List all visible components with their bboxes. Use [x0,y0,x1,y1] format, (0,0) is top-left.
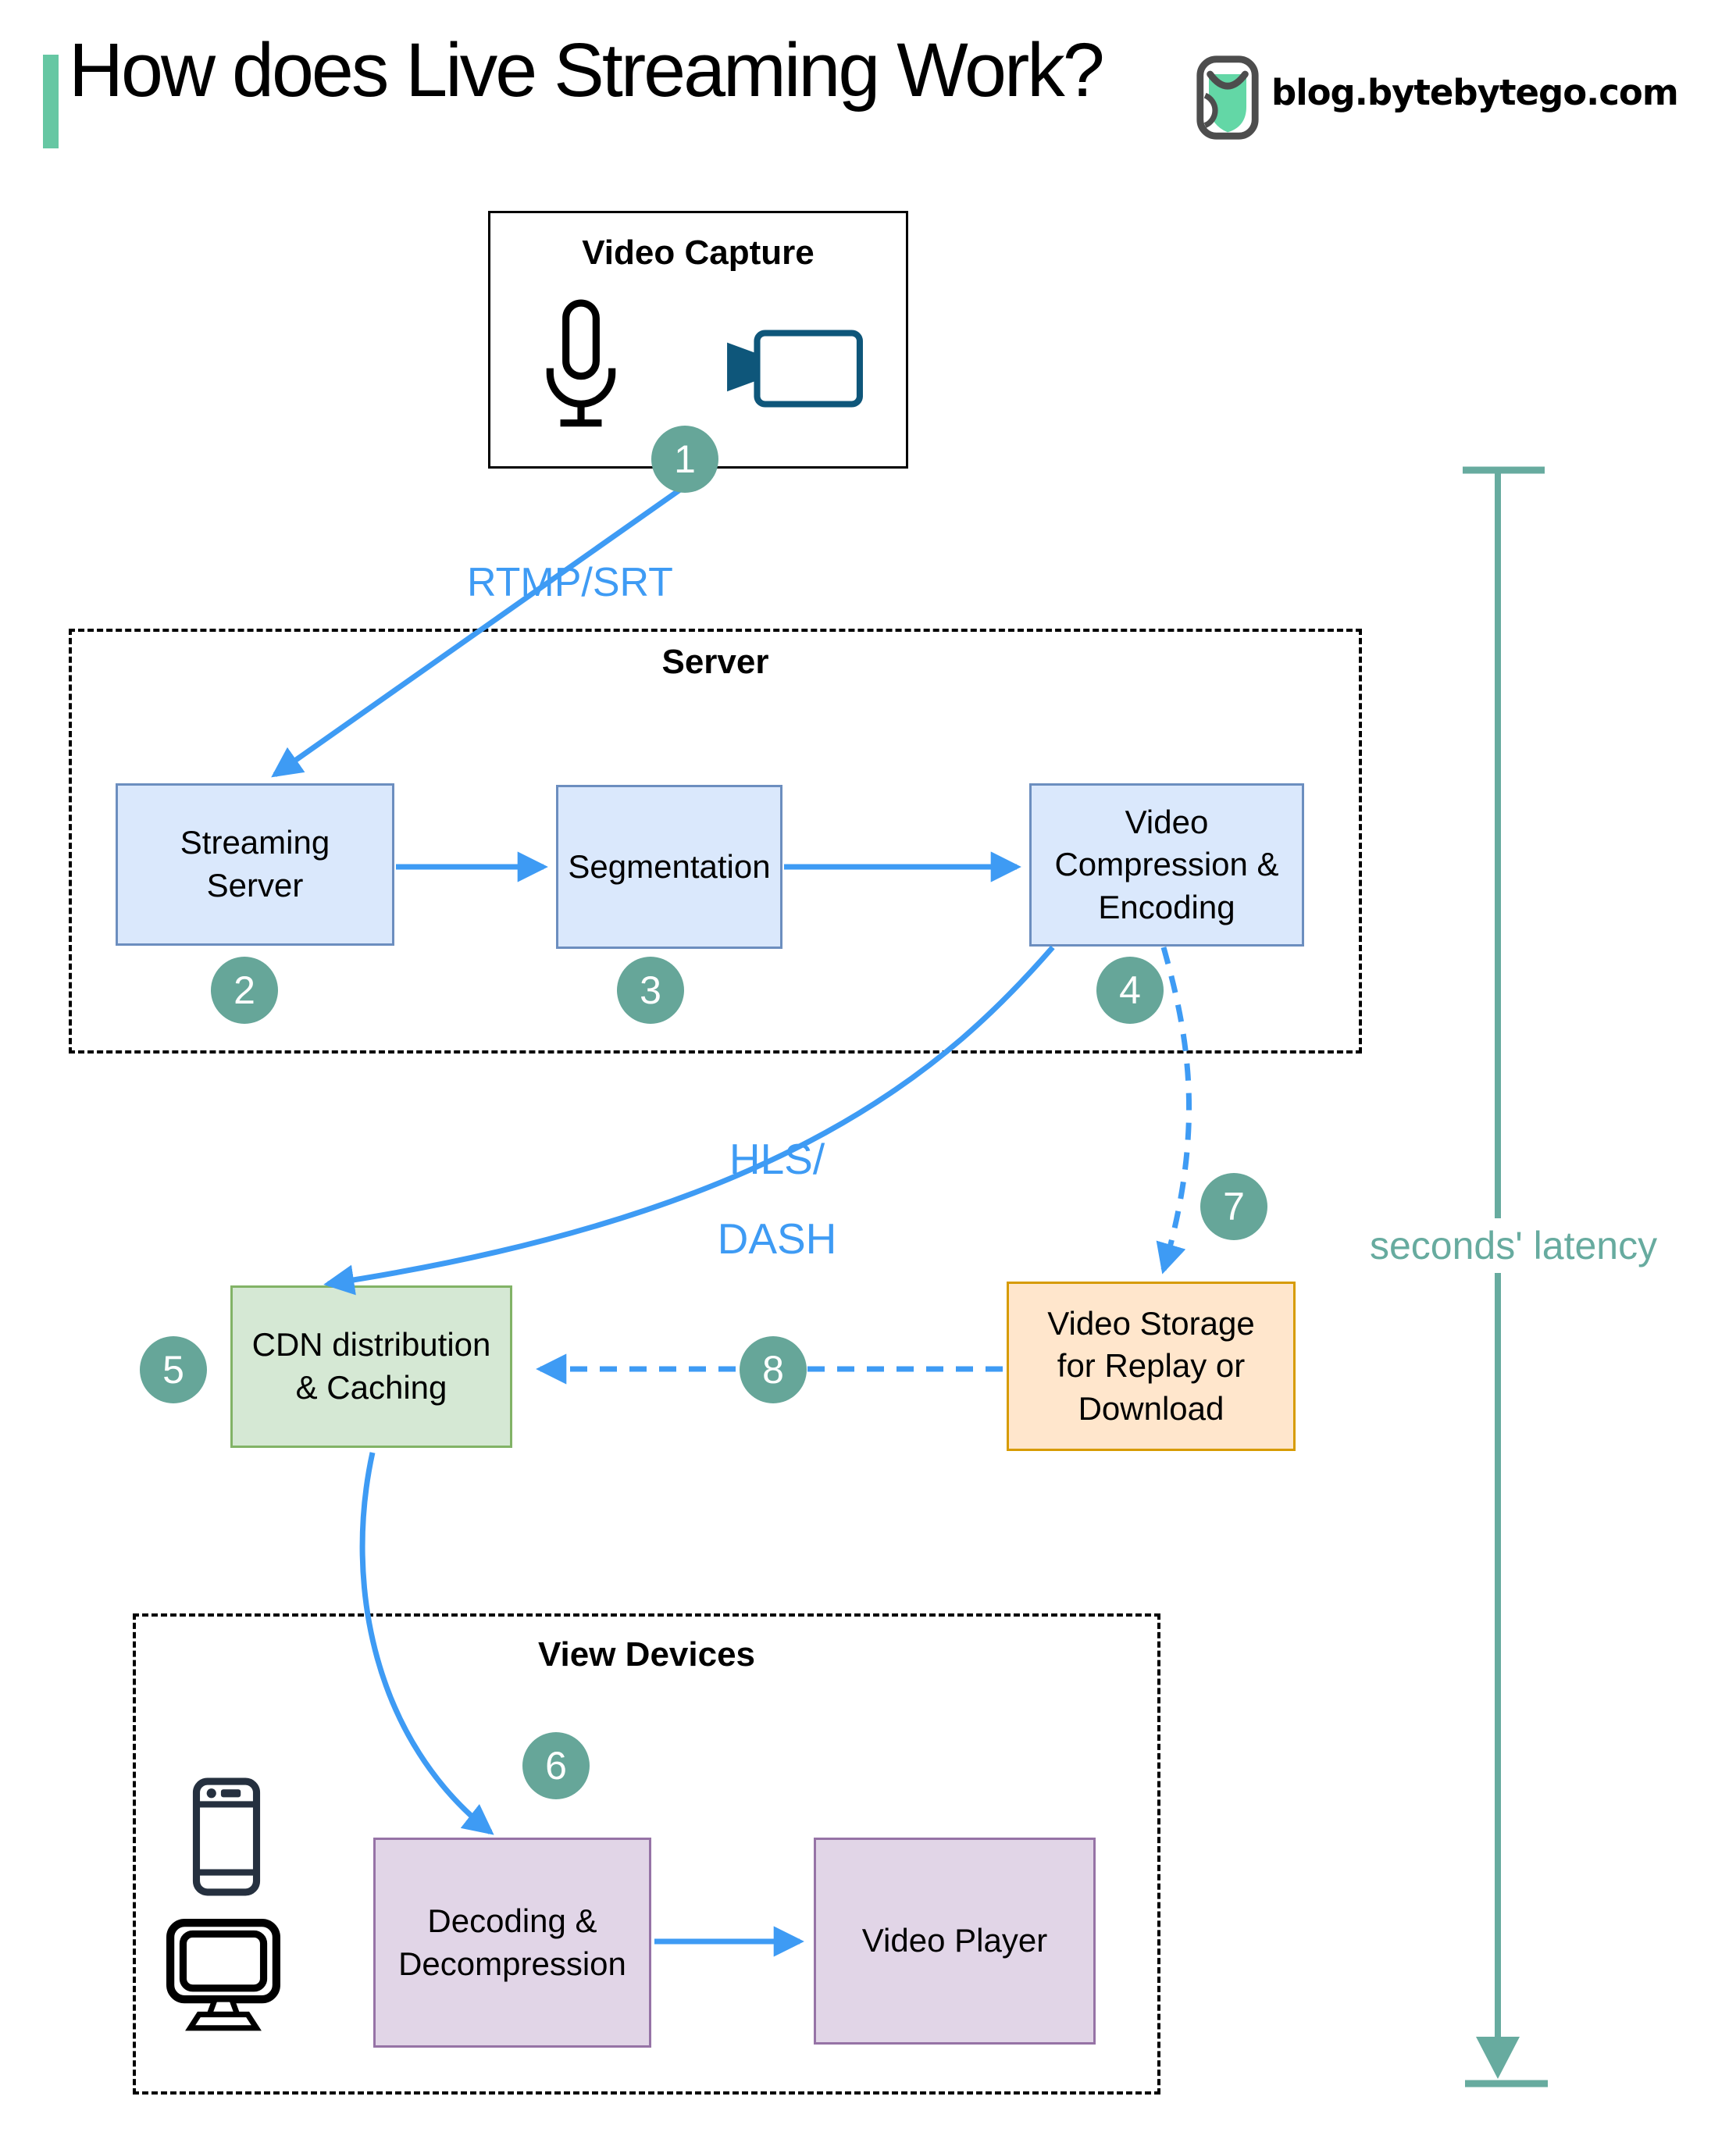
bytebytego-logo-icon [1196,55,1259,140]
step-badge-1: 1 [651,426,718,493]
node-streaming-server: Streaming Server [116,783,394,946]
step-badge-5: 5 [140,1336,207,1403]
node-cdn-distribution-caching: CDN distribution & Caching [230,1285,512,1448]
latency-label: seconds' latency [1360,1218,1667,1273]
node-streaming-server-line1: Streaming [180,824,330,861]
node-streaming-server-line2: Server [206,867,304,904]
server-container-label: Server [661,643,769,681]
node-storage-line2: for Replay or [1057,1347,1246,1385]
node-decoding-line1: Decoding & [427,1902,597,1939]
step-badge-2: 2 [211,957,278,1024]
monitor-icon [166,1919,280,2031]
hls-dash-label: HLS/ DASH [660,1120,894,1279]
latency-measure-line [1463,466,1548,2087]
microphone-icon [546,299,616,427]
step-badge-7: 7 [1200,1173,1267,1240]
rtmp-srt-label: RTMP/SRT [467,560,673,605]
video-camera-icon [727,330,863,408]
node-cdn-line2: & Caching [295,1369,447,1406]
node-decoding-decompression: Decoding & Decompression [373,1838,651,2048]
step-badge-3: 3 [617,957,684,1024]
node-cdn-line1: CDN distribution [251,1326,491,1364]
smartphone-icon [192,1777,261,1896]
step-badge-8: 8 [740,1336,807,1403]
node-compression-line3: Encoding [1098,888,1235,925]
node-compression-line1: Video [1125,803,1209,840]
view-devices-container-label: View Devices [537,1635,756,1674]
view-devices-container: View Devices [133,1613,1160,2095]
node-video-player-label: Video Player [861,1922,1048,1959]
node-storage-line3: Download [1078,1389,1224,1427]
step-badge-4: 4 [1096,957,1164,1024]
node-storage-line1: Video Storage [1047,1304,1255,1342]
node-compression-line2: Compression & [1054,846,1279,883]
node-video-compression-encoding: Video Compression & Encoding [1029,783,1304,947]
hls-label-line1: HLS/ [729,1135,825,1183]
node-decoding-line2: Decompression [398,1945,626,1982]
hls-label-line2: DASH [717,1214,837,1263]
page-title: How does Live Streaming Work? [69,27,1105,112]
node-video-capture-label: Video Capture [582,234,815,272]
site-name: blog.bytebytego.com [1271,72,1679,113]
node-video-player: Video Player [814,1838,1096,2045]
step-badge-6: 6 [522,1732,590,1799]
node-video-storage: Video Storage for Replay or Download [1007,1282,1296,1451]
node-segmentation-label: Segmentation [568,847,771,885]
node-segmentation: Segmentation [556,785,782,949]
title-accent-bar [43,55,59,148]
